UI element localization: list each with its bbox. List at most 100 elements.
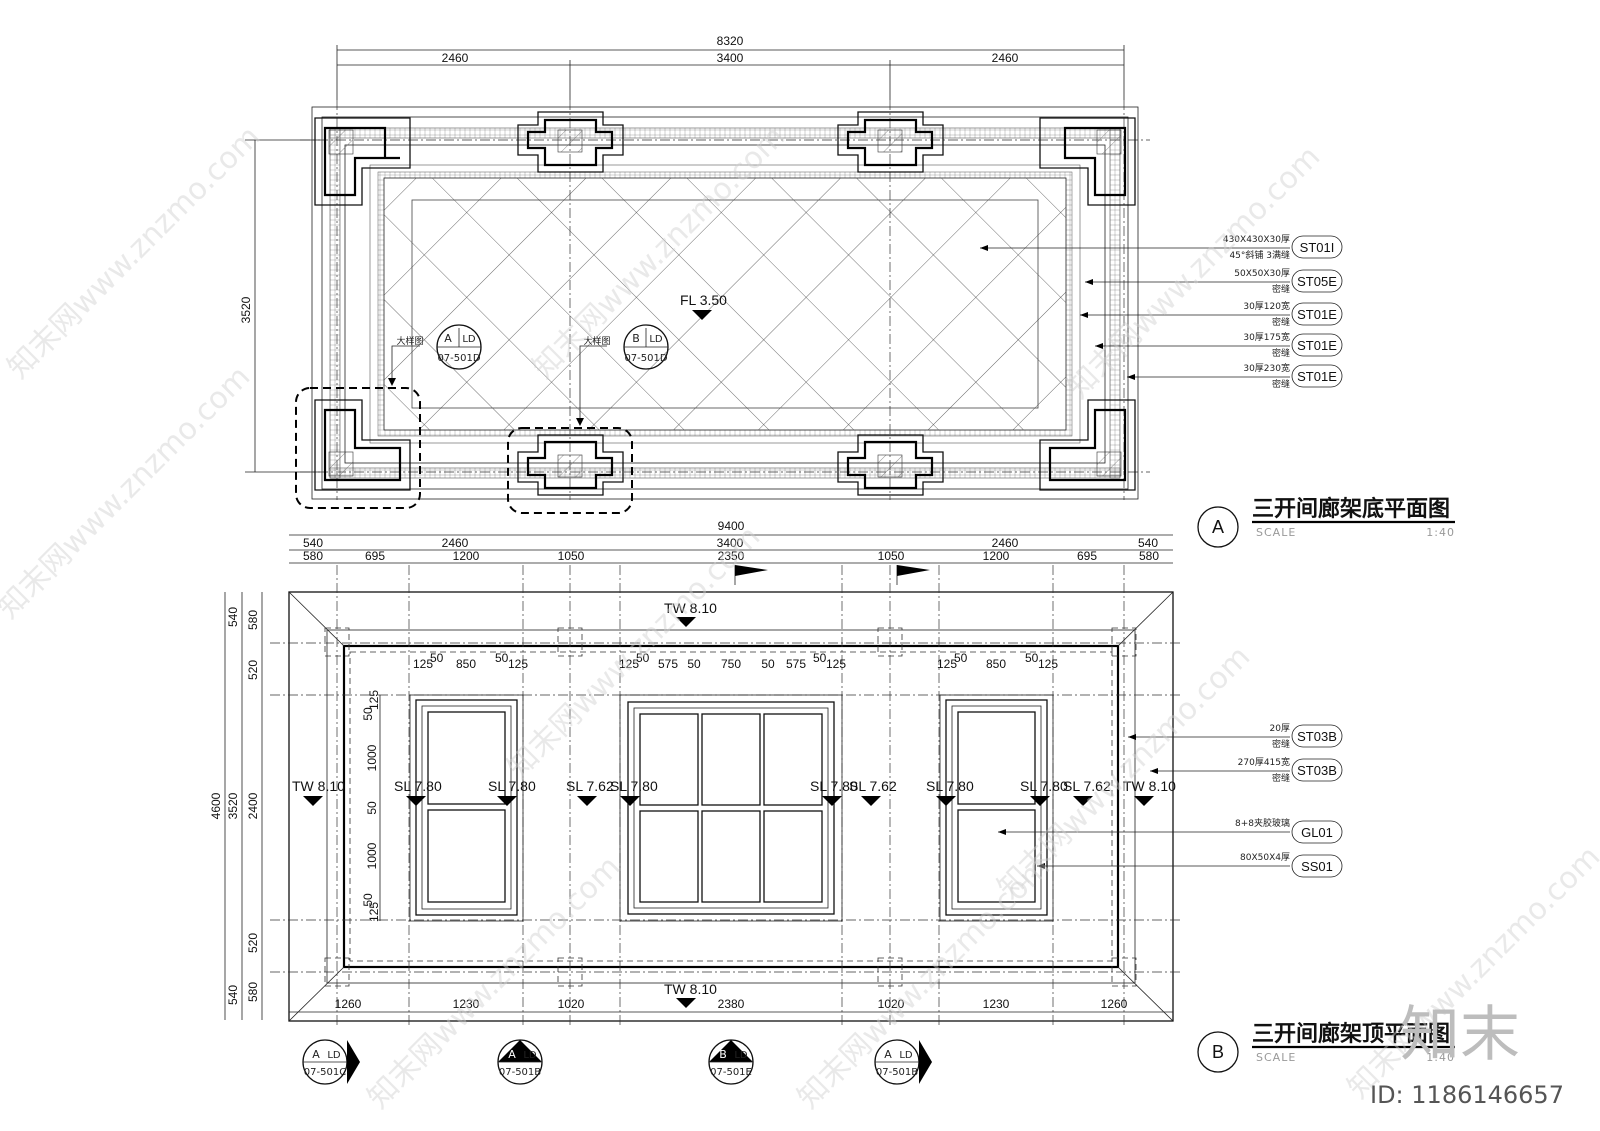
callout-b1-line2: 密缝 xyxy=(1272,738,1290,750)
column-mid-bottom-left xyxy=(517,434,624,496)
callout-a2-line2: 密缝 xyxy=(1272,283,1290,295)
callout-a3-line1: 30厚120宽 xyxy=(1243,300,1290,312)
column-corner-br xyxy=(1039,399,1136,491)
row2-dim-1: 580 xyxy=(303,549,323,563)
watermark-id: ID: 1186146657 xyxy=(1370,1081,1564,1109)
callout-b3-line1: 8+8夹胶玻璃 xyxy=(1235,817,1290,829)
plan-a-title: 三开间廊架底平面图 xyxy=(1252,496,1450,522)
level-sl-4: SL 7.80 xyxy=(610,778,658,794)
plan-a: 8320 2460 3400 2460 3520 xyxy=(239,34,1455,548)
column-mid-top-left xyxy=(517,111,624,173)
plan-b-top-total: 9400 xyxy=(718,519,745,533)
left-inner-3: 2400 xyxy=(246,792,260,819)
detail-a-letter: A xyxy=(444,332,452,345)
section-1-no: 07-501C xyxy=(304,1067,346,1078)
wv-4: 50 xyxy=(365,801,379,815)
wc-w6: 50 xyxy=(761,657,775,671)
watermark-8: 知末网www.znzmo.com xyxy=(791,849,1057,1115)
plan-a-floor-level: FL 3.50 xyxy=(680,292,727,308)
detail-a-no: 07-501D xyxy=(437,353,480,364)
plan-a-top-seg-2: 3400 xyxy=(717,51,744,65)
callout-b2-line2: 密缝 xyxy=(1272,772,1290,784)
wc-w7: 575 xyxy=(786,657,806,671)
callout-a5-line1: 30厚230宽 xyxy=(1243,362,1290,374)
skylight-left xyxy=(409,694,524,922)
callout-a4-line1: 30厚175宽 xyxy=(1243,331,1290,343)
detail-box-a xyxy=(295,387,421,509)
row1-dim-2: 2460 xyxy=(442,536,469,550)
level-sl-9: SL 7.62 xyxy=(1063,778,1111,794)
plan-b-callouts: 20厚 密缝 ST03B 270厚415宽 密缝 ST03B 8+8夹胶玻璃 G… xyxy=(998,723,1343,878)
plan-a-scale-label: SCALE xyxy=(1256,526,1296,539)
skylight-right xyxy=(939,694,1054,922)
plan-b-title-letter: B xyxy=(1212,1042,1224,1062)
left-inner-4: 520 xyxy=(246,933,260,953)
callout-a5-line2: 密缝 xyxy=(1272,378,1290,390)
section-4-code: LD xyxy=(899,1050,913,1061)
wc-w5: 750 xyxy=(721,657,741,671)
level-sl-1: SL 7.80 xyxy=(394,778,442,794)
left-inner-1: 580 xyxy=(246,610,260,630)
callout-a5-code: ST01E xyxy=(1297,369,1337,384)
plan-b-levels: TW 8.10 TW 8.10 TW 8.10 TW 8.10 SL 7.80 … xyxy=(292,600,1176,1008)
wc-w3: 575 xyxy=(658,657,678,671)
detail-a-label: 大样图 xyxy=(396,335,423,347)
left-mid-2: 3520 xyxy=(226,792,240,819)
skylight-center xyxy=(619,694,843,922)
callout-a1-code: ST01I xyxy=(1300,240,1335,255)
level-sl-3: SL 7.62 xyxy=(566,778,614,794)
column-mid-bottom-right xyxy=(837,434,944,496)
level-sl-5: SL 7.80 xyxy=(810,778,858,794)
plan-b-scale-value: 1:40 xyxy=(1426,1051,1455,1064)
wl-w2: 50 xyxy=(430,651,444,665)
section-2-letter: A xyxy=(508,1048,516,1061)
section-1-code: LD xyxy=(327,1050,341,1061)
watermark-logo: 知末 xyxy=(1400,1000,1520,1070)
section-mark-3: B LD 07-501E xyxy=(708,1039,754,1085)
row2-dim-6: 1050 xyxy=(878,549,905,563)
callout-a3-code: ST01E xyxy=(1297,307,1337,322)
row1-dim-3: 3400 xyxy=(717,536,744,550)
level-tw-right: TW 8.10 xyxy=(1123,778,1176,794)
callout-b4-code: SS01 xyxy=(1301,859,1333,874)
bottom-dim-4: 2380 xyxy=(718,997,745,1011)
callout-a4-code: ST01E xyxy=(1297,338,1337,353)
wv-2: 125 xyxy=(367,690,381,710)
wr-w3: 850 xyxy=(986,657,1006,671)
detail-box-b xyxy=(507,427,633,514)
callout-b3-code: GL01 xyxy=(1301,825,1333,840)
callout-b4-line1: 80X50X4厚 xyxy=(1240,852,1290,863)
plan-a-left-height: 3520 xyxy=(239,296,253,323)
callout-b1-line1: 20厚 xyxy=(1270,723,1290,734)
detail-marker-a: A LD 07-501D 大样图 xyxy=(388,324,482,386)
plan-b-row2-dims: 580 695 1200 1050 2350 1050 1200 695 580 xyxy=(303,549,1159,563)
window-vertical-dims: 50 125 1000 50 1000 125 50 xyxy=(361,690,381,922)
section-4-letter: A xyxy=(884,1048,892,1061)
detail-a-code: LD xyxy=(462,334,476,345)
wl-w3: 850 xyxy=(456,657,476,671)
section-3-letter: B xyxy=(719,1048,727,1061)
row2-dim-9: 580 xyxy=(1139,549,1159,563)
callout-b2-line1: 270厚415宽 xyxy=(1238,756,1290,768)
callout-a2-line1: 50X50X30厚 xyxy=(1234,268,1290,279)
callout-b1-code: ST03B xyxy=(1297,729,1337,744)
wc-w9: 125 xyxy=(826,657,846,671)
bottom-dim-1: 1260 xyxy=(335,997,362,1011)
section-mark-1: A LD 07-501C xyxy=(302,1039,360,1085)
wv-1: 50 xyxy=(361,707,375,721)
callout-a1-line1: 430X430X30厚 xyxy=(1223,234,1290,245)
wr-w5: 125 xyxy=(1038,657,1058,671)
window-width-dims: 125 50 850 50 125 125 50 575 50 750 50 5… xyxy=(413,651,1058,671)
level-sl-2: SL 7.80 xyxy=(488,778,536,794)
wc-w2: 50 xyxy=(636,651,650,665)
plan-a-top-seg-3: 2460 xyxy=(992,51,1019,65)
bottom-dim-2: 1230 xyxy=(453,997,480,1011)
level-tw-left: TW 8.10 xyxy=(292,778,345,794)
section-4-no: 07-501B xyxy=(876,1067,918,1078)
row2-dim-8: 695 xyxy=(1077,549,1097,563)
callout-a1-line2: 45°斜铺 3满缝 xyxy=(1229,249,1290,261)
bottom-dim-5: 1020 xyxy=(878,997,905,1011)
section-1-letter: A xyxy=(312,1048,320,1061)
plan-a-top-seg-1: 2460 xyxy=(442,51,469,65)
